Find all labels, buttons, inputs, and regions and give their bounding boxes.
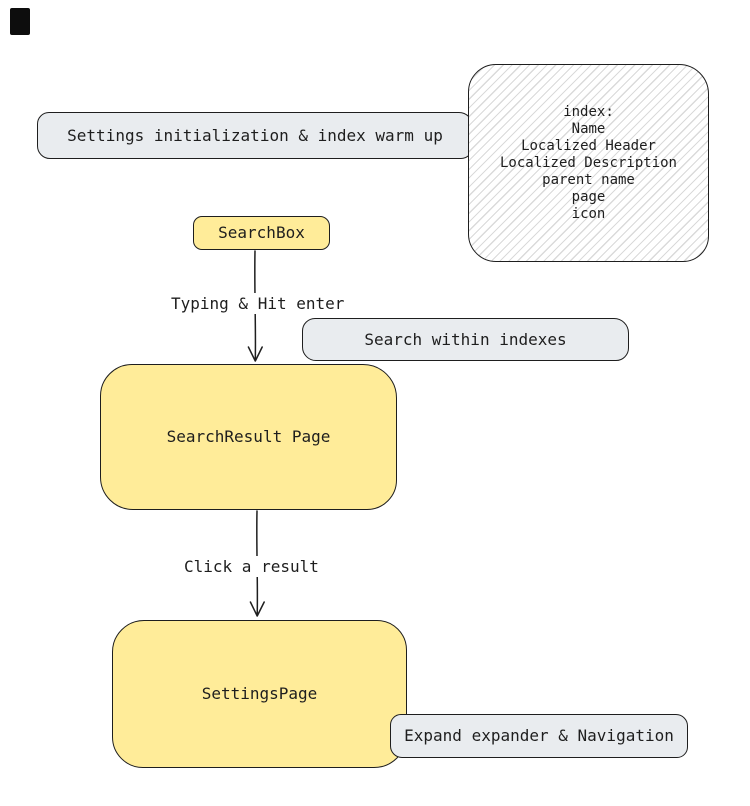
node-settingspage-label: SettingsPage bbox=[201, 684, 318, 703]
node-expand-expander-navigation-label: Expand expander & Navigation bbox=[404, 726, 674, 745]
index-card-line: icon bbox=[571, 205, 606, 222]
edge-label-typing-hit-enter: Typing & Hit enter bbox=[166, 293, 350, 314]
node-settingspage: SettingsPage bbox=[112, 620, 407, 768]
node-search-within-indexes-label: Search within indexes bbox=[364, 329, 567, 349]
black-corner-rectangle bbox=[10, 8, 30, 35]
index-card-line: page bbox=[571, 188, 606, 205]
node-settings-initialization-label: Settings initialization & index warm up bbox=[67, 125, 443, 145]
node-index-fields-card: index: Name Localized Header Localized D… bbox=[468, 64, 709, 262]
node-search-within-indexes: Search within indexes bbox=[302, 318, 629, 361]
node-expand-expander-navigation: Expand expander & Navigation bbox=[390, 714, 688, 758]
index-card-line: Localized Header bbox=[521, 137, 656, 154]
index-card-line: Localized Description bbox=[499, 154, 677, 171]
node-searchresult-page-label: SearchResult Page bbox=[166, 427, 331, 446]
node-searchbox: SearchBox bbox=[193, 216, 330, 250]
node-settings-initialization: Settings initialization & index warm up bbox=[37, 112, 473, 159]
node-searchresult-page: SearchResult Page bbox=[100, 364, 397, 510]
node-searchbox-label: SearchBox bbox=[218, 223, 305, 242]
index-card-line: Name bbox=[571, 120, 606, 137]
index-card-line: parent name bbox=[542, 171, 635, 188]
index-card-line: index: bbox=[563, 103, 614, 120]
edge-label-click-a-result: Click a result bbox=[179, 556, 324, 577]
